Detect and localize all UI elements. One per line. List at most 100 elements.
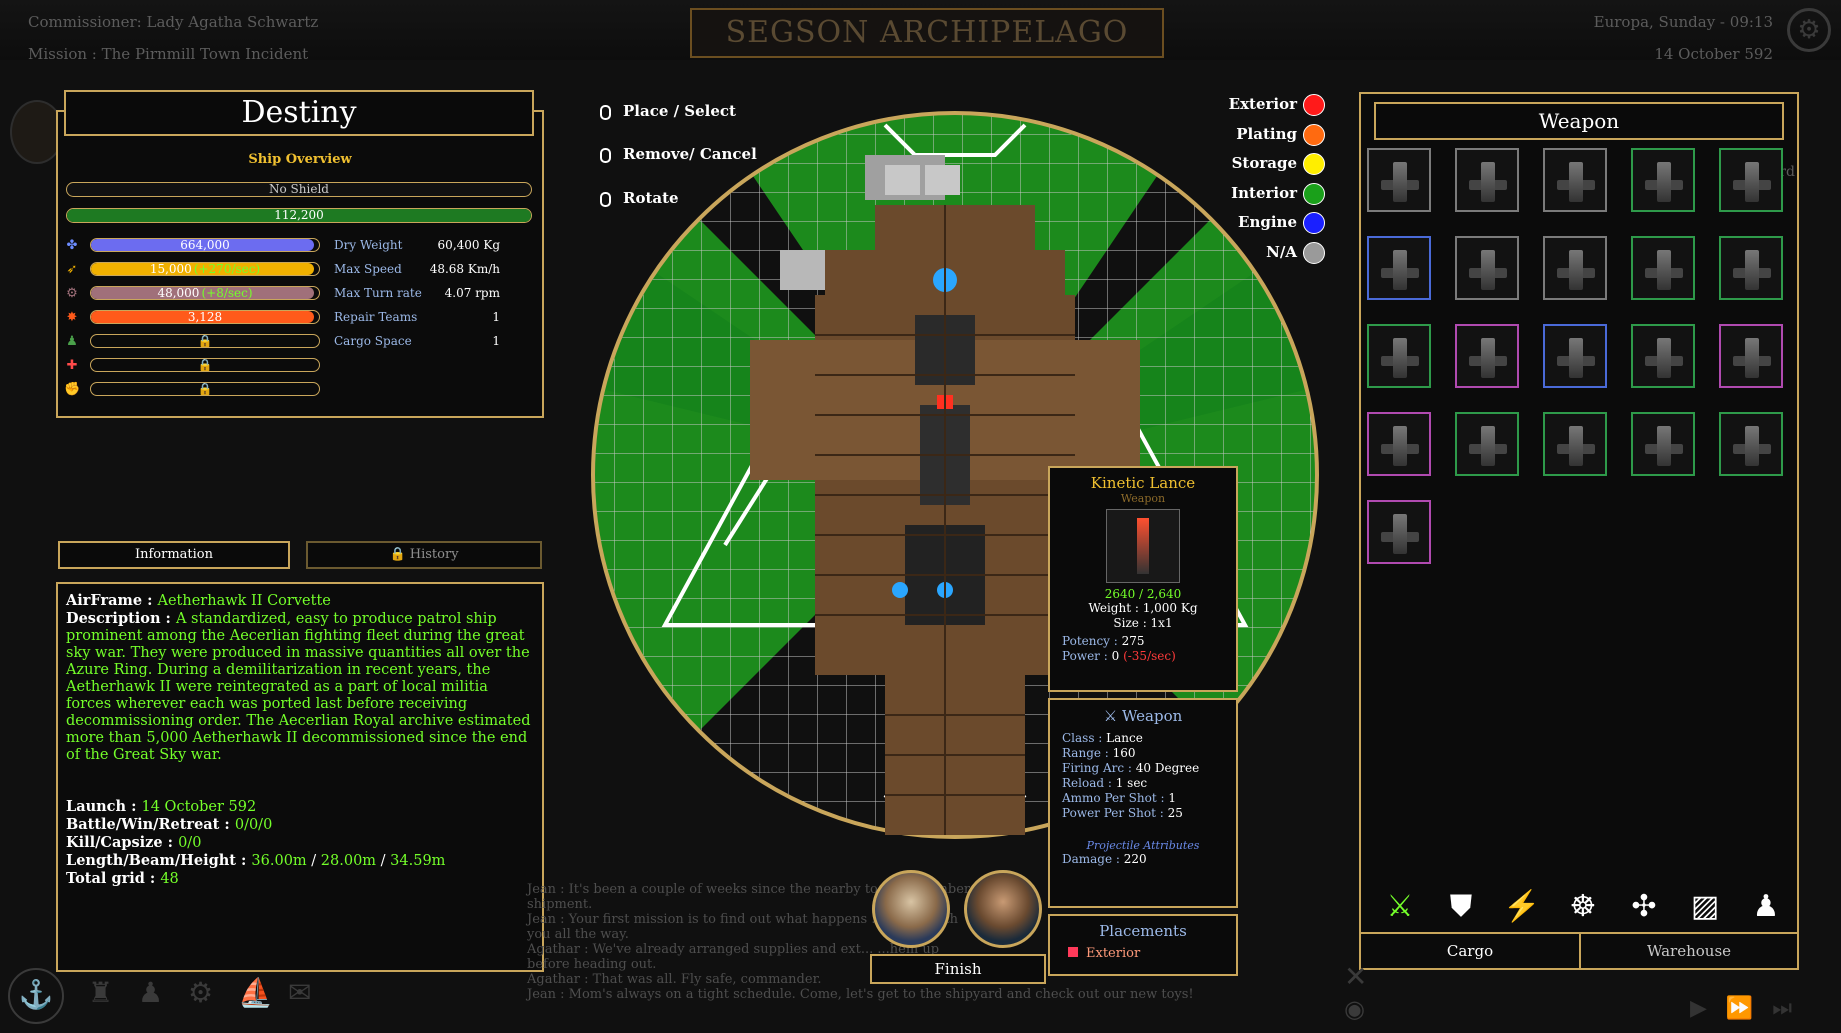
chat-line: Jean : Your first mission is to find out… (527, 912, 959, 927)
weapon-slot[interactable] (1367, 148, 1431, 212)
weapon-attr-label: Firing Arc : (1062, 761, 1136, 775)
tab-information[interactable]: Information (58, 541, 290, 569)
power-icon[interactable]: ⚡ (1503, 889, 1541, 924)
speed-controls[interactable]: ▶ ⏩ ⏭ (1690, 996, 1799, 1021)
weight-icon: ✤ (66, 238, 78, 253)
weapon-slot[interactable] (1455, 148, 1519, 212)
close-icon[interactable]: ✕ (1344, 960, 1368, 993)
finish-button[interactable]: Finish (870, 954, 1046, 984)
weapon-barrel-icon (1657, 162, 1671, 202)
stat-bar-text: 15,000 (149, 262, 192, 276)
stat-value: 4.07 rpm (444, 286, 500, 300)
stat-bar: 🔒 (90, 358, 320, 372)
cannon-icon[interactable]: ⚔ (1386, 889, 1414, 924)
tooltip-size-label: Size : (1113, 616, 1151, 630)
weapon-slots (1367, 148, 1797, 628)
shield-icon[interactable]: ⛊ (1449, 889, 1473, 924)
weapon-slot[interactable] (1367, 500, 1431, 564)
ship-overview-title: Ship Overview (248, 152, 352, 167)
weapon-slot[interactable] (1543, 148, 1607, 212)
weapon-slot[interactable] (1455, 412, 1519, 476)
legend-swatch (1303, 241, 1325, 264)
legend-label: Interior (1231, 183, 1297, 202)
weapon-slot[interactable] (1631, 412, 1695, 476)
weapon-slot[interactable] (1367, 324, 1431, 388)
stat-bar-bonus: (+270/sec) (193, 262, 261, 276)
stat-label: Max Speed (334, 262, 402, 276)
tab-warehouse[interactable]: Warehouse (1581, 932, 1797, 970)
map-menu-icon[interactable]: ⛵ (238, 976, 273, 1009)
kill-value: 0/0 (178, 835, 202, 851)
weapon-slot[interactable] (1543, 412, 1607, 476)
battle-value: 0/0/0 (234, 817, 273, 833)
crew-menu-icon[interactable]: ♜ (88, 976, 114, 1009)
ship-name: Destiny (241, 95, 357, 130)
weapon-attr-label: Power Per Shot : (1062, 806, 1168, 820)
gear-icon[interactable]: ⚙ (1787, 8, 1831, 52)
weapon-barrel-icon (1745, 338, 1759, 378)
kill-row: Kill/Capsize : 0/0 (66, 834, 534, 852)
weapon-slot[interactable] (1719, 148, 1783, 212)
stat-bar-fill (91, 239, 315, 251)
weapon-slot[interactable] (1367, 236, 1431, 300)
dims-label: Length/Beam/Height : (66, 852, 252, 869)
tab-cargo[interactable]: Cargo (1361, 932, 1581, 970)
weapon-slot[interactable] (1631, 148, 1695, 212)
weapon-panel-title-text: Weapon (1538, 109, 1620, 133)
stat-value: 1 (492, 334, 500, 348)
stat-bar-fill (91, 287, 315, 299)
book-menu-icon[interactable]: ✉ (288, 976, 312, 1009)
tooltip-item-image (1106, 509, 1180, 583)
weapon-barrel-icon (1657, 250, 1671, 290)
propeller-icon[interactable]: ✣ (1631, 889, 1657, 924)
hangar-icon[interactable]: ⚓ (8, 968, 64, 1024)
tooltip-power-delta: (-35/sec) (1123, 649, 1176, 663)
weapon-slot[interactable] (1719, 412, 1783, 476)
cannon-icon: ⚔ (1103, 707, 1122, 725)
weapon-slot[interactable] (1455, 236, 1519, 300)
ship-menu-icon[interactable]: ⚙ (188, 976, 214, 1009)
weapon-slot[interactable] (1719, 324, 1783, 388)
description-label: Description : (66, 610, 176, 627)
tab-history-label: 🔒 History (389, 547, 459, 562)
weapon-slot[interactable] (1631, 236, 1695, 300)
tooltip-potency: Potency : 275 (1062, 634, 1236, 649)
chat-line: Jean : Mom's always on a tight schedule.… (527, 987, 1194, 1002)
ship-hull (750, 155, 1140, 835)
avatar[interactable] (10, 100, 64, 164)
chat-line: shipment. (527, 897, 593, 912)
weapon-slot[interactable] (1455, 324, 1519, 388)
weapon-slot[interactable] (1543, 324, 1607, 388)
screenshot-icon[interactable]: ◉ (1344, 995, 1365, 1023)
weapon-slot[interactable] (1543, 236, 1607, 300)
weapon-barrel-icon (1745, 426, 1759, 466)
weapon-slot[interactable] (1367, 412, 1431, 476)
plating-icon[interactable]: ▨ (1690, 889, 1720, 924)
weapon-slot[interactable] (1631, 324, 1695, 388)
helm-icon[interactable]: ☸ (1569, 889, 1597, 924)
officer-menu-icon[interactable]: ♟ (138, 976, 164, 1009)
tooltip-size: Size : 1x1 (1050, 616, 1236, 631)
weapon-attr-value: Lance (1106, 731, 1143, 745)
crew-icon[interactable]: ♟ (1752, 889, 1780, 924)
weapon-attr-value: 25 (1167, 806, 1183, 820)
weapon-barrel-icon (1481, 426, 1495, 466)
fist-icon: ✊ (64, 382, 81, 397)
weapon-barrel-icon (1393, 250, 1407, 290)
portrait-agathar[interactable] (872, 870, 950, 948)
weapon-details-title-text: Weapon (1121, 707, 1183, 725)
stat-value: 60,400 Kg (437, 238, 500, 252)
stat-bar: 15,000(+270/sec) (90, 262, 320, 276)
stat-label: Max Turn rate (334, 286, 422, 300)
medical-icon: ✚ (66, 358, 78, 373)
weapon-slot[interactable] (1719, 236, 1783, 300)
weapon-attr-value: 1 sec (1115, 776, 1148, 790)
chat-line: Agathar : We've already arranged supplie… (527, 942, 940, 957)
tab-history[interactable]: 🔒 History (306, 541, 542, 569)
weapon-attr-row: Firing Arc : 40 Degree (1062, 761, 1236, 776)
turn-icon: ⚙ (66, 286, 78, 301)
portrait-jean[interactable] (964, 870, 1042, 948)
stat-bar-text: 48,000 (157, 286, 200, 300)
